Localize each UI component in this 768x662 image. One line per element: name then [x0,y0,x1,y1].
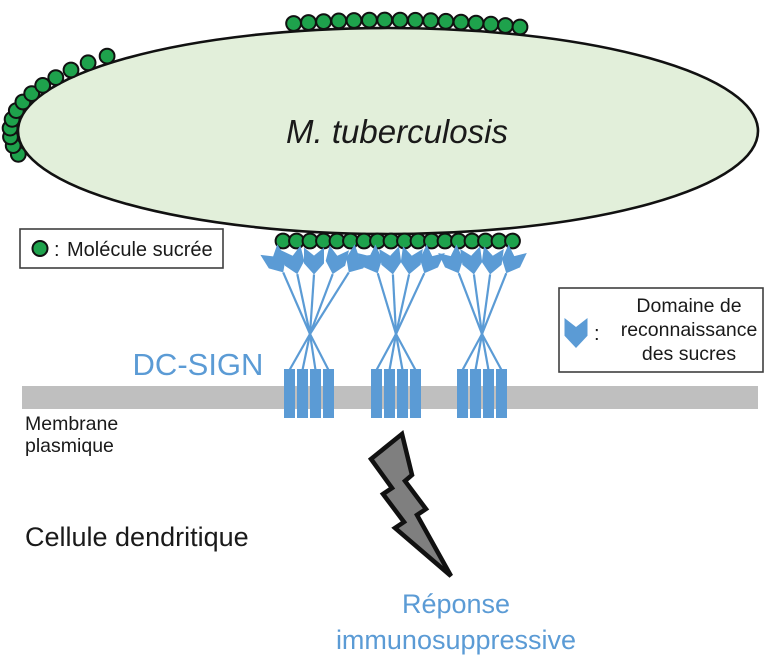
crd-banner-icon [481,246,504,275]
legend-sugar-box: : Molécule sucrée [19,228,224,269]
dcsign-label: DC-SIGN [133,347,264,382]
transmembrane-segments-group [284,369,507,418]
crd-banner-icon [438,244,464,274]
receptor-neck-line [480,272,508,335]
legend-crd-separator: : [594,323,600,345]
receptor-stalk-line [388,333,398,371]
transmembrane-segment [384,369,395,418]
sugar-molecule-icon [452,13,470,31]
receptor-neck-line [457,272,484,335]
receptor-neck-line [394,274,411,335]
response-label-line2: immunosuppressive [336,625,576,655]
transmembrane-segment [457,369,468,418]
transmembrane-segment [297,369,308,418]
response-label-line1: Réponse [402,589,510,619]
sugar-molecule-icon [47,69,65,86]
receptor-stalk-line [474,333,484,371]
receptor-stalk-line [288,333,311,371]
dcsign-receptor-1 [260,244,372,371]
sugar-molecule-icon [34,77,52,94]
receptor-neck-line [309,271,350,335]
sugar-molecule-icon [62,61,80,79]
cell-label: Cellule dendritique [25,522,249,552]
sugar-molecule-icon [407,11,424,29]
sugar-molecule-icon [361,11,378,29]
sugar-molecule-icon [376,11,394,29]
receptor-neck-line [296,273,312,335]
receptor-stalk-line [481,333,503,371]
sugar-molecule-icon [98,47,116,65]
sugar-molecule-icon [504,232,521,250]
sugar-molecule-icon [300,14,317,31]
lightning-bolt-icon [367,430,453,578]
crd-banner-icon [460,246,483,275]
sugar-molecule-icon [23,85,41,102]
receptor-stalk-line [395,333,417,371]
sugar-molecule-icon [497,17,514,34]
transmembrane-segment [310,369,321,418]
receptor-neck-line [472,274,484,335]
crd-banner-icon [419,244,445,274]
crd-banner-icon [379,246,402,275]
sugar-molecule-icon [482,15,500,33]
sugar-molecule-icon [345,12,363,29]
sugar-molecule-icon [285,15,303,32]
sugar-molecule-icon [330,12,348,30]
receptor-neck-line [391,274,398,335]
receptor-neck-line [376,272,398,335]
receptor-stalk-line [308,333,317,371]
dcsign-receptor-clusters [260,244,527,371]
legend-sugar-separator: : [54,239,60,261]
legend-sugar-label: Molécule sucrée [67,239,213,261]
crd-banner-icon [260,244,286,273]
sugar-molecule-icon [467,14,485,32]
crd-banner-icon [304,247,324,275]
transmembrane-segment [496,369,507,418]
transmembrane-segment [371,369,382,418]
receptor-neck-line [480,274,492,335]
receptor-stalk-line [394,333,404,371]
bacterium-label: M. tuberculosis [286,113,508,150]
sugar-molecule-icon [391,11,409,29]
receptor-stalk-line [480,333,490,371]
crd-banner-icon [357,244,383,274]
transmembrane-segment [323,369,334,418]
crd-legend-icon [564,318,588,348]
receptor-stalk-line [461,333,483,371]
sugar-molecule-icon [315,13,333,31]
transmembrane-segment [410,369,421,418]
receptor-neck-line [308,274,316,335]
crd-banner-icon [281,245,305,275]
transmembrane-segment [470,369,481,418]
sugar-molecule-icon [437,12,455,30]
legend-crd-line1: Domaine de [636,295,741,317]
sugar-molecule-icon [79,54,97,72]
receptor-neck-line [395,272,426,335]
receptor-stalk-line [375,333,397,371]
transmembrane-segment [284,369,295,418]
legend-crd-box: : Domaine de reconnaissance des sucres [558,287,764,373]
dcsign-receptor-3 [438,244,527,371]
crd-banner-icon [564,318,588,348]
legend-crd-line2: reconnaissance [621,319,758,341]
crd-banner-icon [325,245,349,275]
transmembrane-segment [397,369,408,418]
receptor-stalk-line [309,333,330,371]
membrane-label-line2: plasmique [25,435,114,457]
crd-banner-icon [346,244,372,273]
receptor-stalk-line [301,333,312,371]
crd-banner-icon [400,246,423,275]
sugar-molecule-icon [422,12,440,30]
membrane-label-line1: Membrane [25,413,118,435]
sugar-molecule-legend-icon [31,240,49,257]
sugar-molecule-icon [511,18,529,36]
legend-crd-line3: des sucres [642,343,737,365]
dcsign-receptor-2 [357,244,445,371]
receptor-neck-line [308,273,334,335]
receptor-neck-line [282,271,312,335]
transmembrane-segment [483,369,494,418]
crd-banner-icon [501,244,527,274]
